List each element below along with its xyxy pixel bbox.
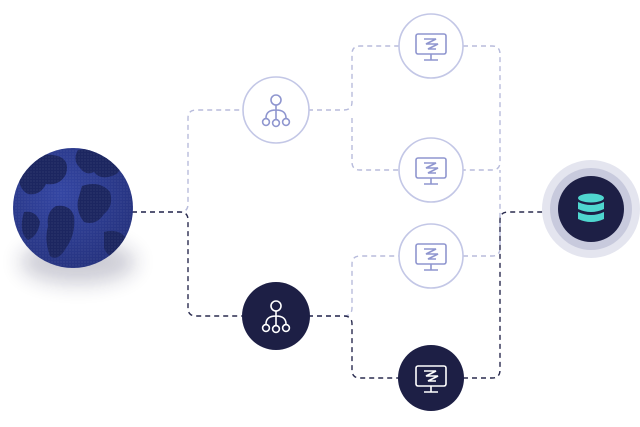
database-node bbox=[542, 160, 640, 258]
network-hub-icon bbox=[261, 94, 291, 128]
server-monitor-icon bbox=[415, 365, 447, 393]
connector-lb-bottom-to-server-4 bbox=[308, 315, 399, 379]
network-hub-icon bbox=[261, 300, 291, 334]
server-node-4 bbox=[398, 345, 464, 411]
connectors bbox=[132, 45, 545, 379]
connector-lb-top-to-servers bbox=[308, 45, 399, 171]
server-node-2 bbox=[398, 137, 464, 203]
load-balancer-top bbox=[242, 76, 310, 144]
connector-lb-bottom-to-server-3 bbox=[308, 255, 399, 317]
connector-servers-to-db-inactive bbox=[463, 45, 501, 257]
server-monitor-icon bbox=[415, 33, 447, 61]
server-monitor-icon bbox=[415, 157, 447, 185]
server-monitor-icon bbox=[415, 243, 447, 271]
globe-node bbox=[13, 148, 136, 284]
server-node-1 bbox=[398, 13, 464, 79]
connector-servers-to-db-active bbox=[463, 211, 545, 379]
server-node-3 bbox=[398, 223, 464, 289]
database-icon bbox=[578, 193, 604, 222]
load-balancer-bottom bbox=[242, 282, 310, 350]
connector-globe-to-lb-top bbox=[132, 109, 244, 213]
connector-globe-to-lb-bottom bbox=[132, 211, 244, 317]
globe-icon bbox=[13, 148, 133, 268]
